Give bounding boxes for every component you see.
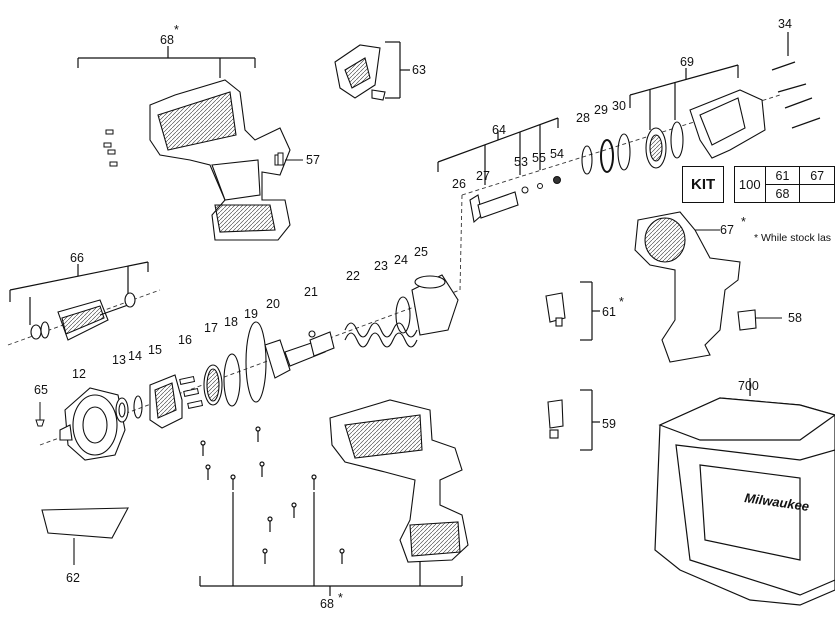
kit-part-cell: 68 xyxy=(764,184,801,203)
anvil-part-26 xyxy=(469,191,519,224)
callout-54: 54 xyxy=(550,147,564,161)
callout-21: 21 xyxy=(304,285,318,299)
asterisk-61: * xyxy=(619,295,624,309)
kit-label: KIT xyxy=(681,166,725,203)
bracket-61 xyxy=(580,281,600,341)
bracket-69 xyxy=(629,64,739,130)
belt-clip-part-63 xyxy=(334,44,386,101)
asterisk-68-bottom: * xyxy=(338,591,343,605)
label-part-62 xyxy=(41,507,129,565)
screw-part-65 xyxy=(35,402,45,427)
bracket-66 xyxy=(9,261,149,325)
callout-58: 58 xyxy=(788,311,802,325)
callout-15: 15 xyxy=(148,343,162,357)
callout-67: 67 xyxy=(720,223,734,237)
kit-number: 100 xyxy=(733,166,766,203)
callout-16: 16 xyxy=(178,333,192,347)
tool-body-part-67 xyxy=(634,211,741,363)
gear-case-part-12 xyxy=(59,387,126,461)
nose-boot-part-69 xyxy=(645,89,766,169)
ring-part-24 xyxy=(395,296,411,334)
callout-29: 29 xyxy=(594,103,608,117)
kit-table: KIT 100 61 67 68 xyxy=(681,166,835,203)
callout-24: 24 xyxy=(394,253,408,267)
callout-68-bottom: 68 xyxy=(320,597,334,611)
washers-28-29-30 xyxy=(581,133,631,175)
bracket-64 xyxy=(437,117,559,185)
housing-half-right-part-68 xyxy=(329,399,469,563)
callout-22: 22 xyxy=(346,269,360,283)
gear-part-17 xyxy=(203,364,223,406)
asterisk-68-top: * xyxy=(174,23,179,37)
bearing-part-13 xyxy=(115,397,129,423)
callout-25: 25 xyxy=(414,245,428,259)
pin-part-57 xyxy=(277,152,303,166)
callout-30: 30 xyxy=(612,99,626,113)
callout-34: 34 xyxy=(778,17,792,31)
kit-part-cell: 61 xyxy=(764,166,801,185)
callout-69: 69 xyxy=(680,55,694,69)
callout-66: 66 xyxy=(70,251,84,265)
carrying-case-part-700 xyxy=(654,378,835,606)
washer-part-19 xyxy=(245,321,267,403)
housing-half-left-part-68 xyxy=(149,79,291,241)
callout-53: 53 xyxy=(514,155,528,169)
callout-14: 14 xyxy=(128,349,142,363)
pins-part-16 xyxy=(179,375,204,409)
callout-17: 17 xyxy=(204,321,218,335)
callout-18: 18 xyxy=(224,315,238,329)
ring-part-18 xyxy=(223,353,241,407)
footnote-asterisk: * xyxy=(754,232,759,244)
bracket-59 xyxy=(580,389,600,451)
callout-61: 61 xyxy=(602,305,616,319)
callout-63: 63 xyxy=(412,63,426,77)
callout-labels: 68 * 63 57 66 65 12 13 14 15 16 17 18 19… xyxy=(34,17,810,611)
callout-59: 59 xyxy=(602,417,616,431)
bracket-68-top xyxy=(77,46,256,78)
callout-64: 64 xyxy=(492,123,506,137)
callout-55: 55 xyxy=(532,151,546,165)
callout-27: 27 xyxy=(476,169,490,183)
bracket-63 xyxy=(385,41,410,99)
footnote: * While stock las xyxy=(754,232,831,244)
switch-part-61 xyxy=(545,292,566,327)
ring-part-14 xyxy=(133,395,143,419)
small-parts-53-55-54 xyxy=(521,176,561,194)
callout-68-top: 68 xyxy=(160,33,174,47)
kit-connector xyxy=(724,167,735,203)
kit-part-cell xyxy=(799,184,835,203)
callout-20: 20 xyxy=(266,297,280,311)
label-part-58 xyxy=(737,309,782,331)
screws-part-68 xyxy=(200,426,345,564)
led-part-59 xyxy=(547,399,564,439)
hammer-part-21 xyxy=(309,331,335,357)
bracket-68-bottom xyxy=(199,492,463,596)
callout-19: 19 xyxy=(244,307,258,321)
asterisk-67: * xyxy=(741,215,746,229)
callout-13: 13 xyxy=(112,353,126,367)
spring-part-22 xyxy=(344,322,418,348)
callout-12: 12 xyxy=(72,367,86,381)
callout-26: 26 xyxy=(452,177,466,191)
callout-23: 23 xyxy=(374,259,388,273)
callout-700: 700 xyxy=(738,379,759,393)
gear-carrier-part-15 xyxy=(149,374,183,429)
anvil-cup-part-25 xyxy=(411,274,459,336)
callout-28: 28 xyxy=(576,111,590,125)
callout-65: 65 xyxy=(34,383,48,397)
screws-part-34 xyxy=(771,32,821,129)
kit-part-cell: 67 xyxy=(799,166,835,185)
callout-57: 57 xyxy=(306,153,320,167)
footnote-text: While stock las xyxy=(761,232,832,244)
motor-rotor-part-66 xyxy=(30,292,136,341)
callout-62: 62 xyxy=(66,571,80,585)
case-brand-logo: Milwaukee xyxy=(744,490,810,514)
